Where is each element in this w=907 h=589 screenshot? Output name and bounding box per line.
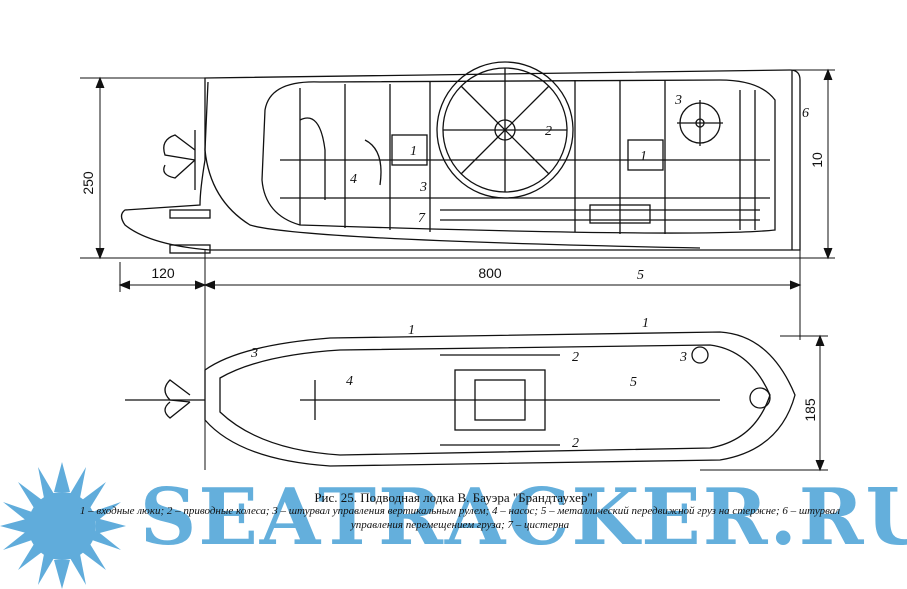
callout-3: 3 <box>674 93 682 108</box>
callout-3: 3 <box>250 346 258 361</box>
callout-1: 1 <box>642 316 649 331</box>
callout-2: 2 <box>572 436 579 451</box>
watermark-text: SEATRACKER.RU <box>140 472 907 563</box>
callout-2: 2 <box>545 124 552 139</box>
callout-6: 6 <box>802 106 809 121</box>
callout-3: 3 <box>419 180 427 195</box>
callout-3: 3 <box>679 350 687 365</box>
callout-2: 2 <box>572 350 579 365</box>
side-view <box>120 61 801 254</box>
dim-length-tail: 120 <box>151 265 175 281</box>
figure-caption-title: Рис. 25. Подводная лодка В. Бауэра "Бран… <box>314 490 593 505</box>
dim-height-side: 250 <box>80 171 96 195</box>
dimension-lines <box>80 68 835 472</box>
callout-7: 7 <box>418 211 426 226</box>
callout-1: 1 <box>408 323 415 338</box>
callout-1: 1 <box>640 149 647 164</box>
dim-height-right: 10 <box>809 152 825 168</box>
top-view <box>125 331 796 467</box>
dim-beam-top: 185 <box>802 398 818 422</box>
callout-5: 5 <box>630 375 637 390</box>
watermark-sun-logo <box>0 462 126 589</box>
callout-4: 4 <box>350 172 357 187</box>
callout-5: 5 <box>637 268 644 283</box>
callout-4: 4 <box>346 374 353 389</box>
callout-1: 1 <box>410 144 417 159</box>
figure-caption-legend: 1 – входные люки; 2 – приводные колеса; … <box>79 505 841 531</box>
dim-length-hull: 800 <box>478 265 502 281</box>
